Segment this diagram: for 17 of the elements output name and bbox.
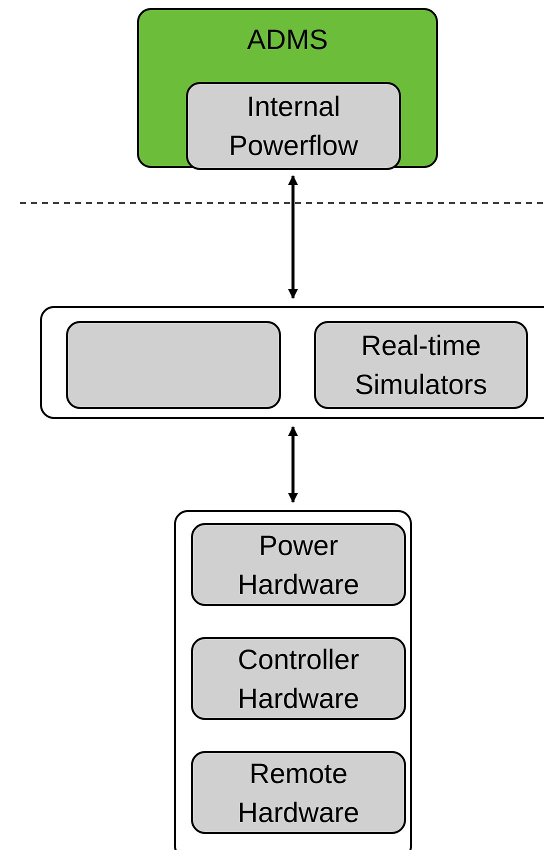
box-label: Remote Hardware	[236, 756, 360, 830]
box-title: ADMS	[246, 23, 329, 57]
component-box	[191, 751, 406, 834]
component-box	[186, 82, 401, 170]
component-box	[66, 321, 281, 409]
double-arrow	[288, 426, 298, 503]
box-label: Power Hardware	[236, 528, 360, 602]
double-arrow	[288, 175, 298, 299]
container-box	[137, 8, 438, 168]
box-label: Real-time Simulators	[354, 329, 488, 402]
component-box	[191, 637, 406, 720]
box-label: Controller Hardware	[236, 642, 360, 716]
component-box	[191, 523, 406, 606]
container-box	[40, 306, 544, 419]
box-label: Internal Powerflow	[228, 90, 360, 163]
component-box	[314, 321, 528, 409]
container-box	[174, 510, 412, 850]
